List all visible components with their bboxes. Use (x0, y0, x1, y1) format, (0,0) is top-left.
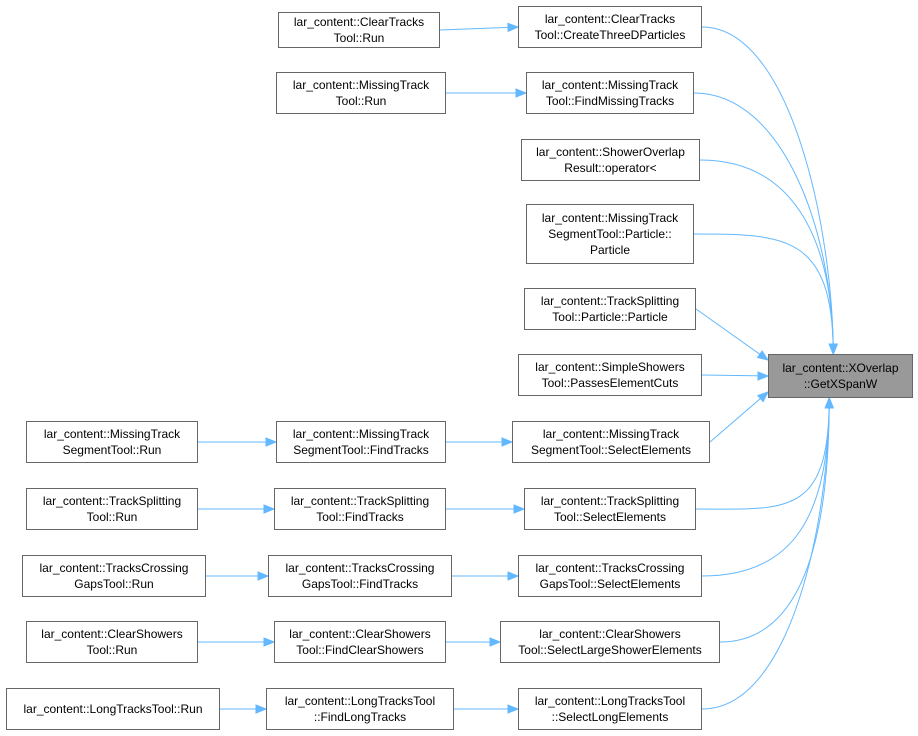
edge-arrowhead (824, 396, 834, 409)
node-label: lar_content::MissingTrack SegmentTool::R… (43, 427, 181, 457)
node-label: lar_content::ClearTracks Tool::CreateThr… (534, 12, 686, 42)
node-tracksplitting-selectelements[interactable]: lar_content::TrackSplitting Tool::Select… (524, 488, 696, 530)
edge-ss_passes-to-getxspanw (701, 374, 769, 377)
edge-mt_find_missing-to-getxspanw (693, 92, 834, 355)
node-missingtracksegment-particle[interactable]: lar_content::MissingTrack SegmentTool::P… (526, 204, 694, 264)
node-label: lar_content::MissingTrack Tool::FindMiss… (541, 78, 679, 108)
edge-arrowhead (828, 343, 838, 356)
edge-arrowhead (513, 504, 526, 514)
node-label: lar_content::MissingTrack SegmentTool::S… (530, 427, 692, 457)
node-label: lar_content::TrackSplitting Tool::Select… (540, 494, 680, 524)
node-clearshowers-selectlargeshowerelements[interactable]: lar_content::ClearShowers Tool::SelectLa… (500, 621, 720, 663)
node-showeroverlap-operator-less[interactable]: lar_content::ShowerOverlap Result::opera… (521, 139, 700, 181)
node-label: lar_content::ShowerOverlap Result::opera… (536, 145, 685, 175)
edge-arrowhead (507, 704, 520, 714)
edge-tc_select-to-getxspanw (701, 397, 830, 577)
node-label: lar_content::TrackSplitting Tool::FindTr… (290, 494, 430, 524)
node-label: lar_content::TracksCrossing GapsTool::Ru… (39, 561, 189, 591)
edge-arrowhead (263, 637, 276, 647)
node-trackscrossinggaps-selectelements[interactable]: lar_content::TracksCrossing GapsTool::Se… (518, 555, 702, 597)
edge-arrowhead (507, 571, 520, 581)
node-missingtracksegment-selectelements[interactable]: lar_content::MissingTrack SegmentTool::S… (512, 421, 710, 463)
node-label: lar_content::LongTracksTool ::SelectLong… (534, 694, 686, 724)
node-simpleshowers-passeselementcuts[interactable]: lar_content::SimpleShowers Tool::PassesE… (518, 354, 702, 396)
node-missingtrack-findmissingtracks[interactable]: lar_content::MissingTrack Tool::FindMiss… (526, 72, 694, 114)
edge-ct_run-to-ct_create (439, 26, 519, 31)
node-label: lar_content::MissingTrack SegmentTool::F… (292, 427, 430, 457)
node-label: lar_content::ClearShowers Tool::SelectLa… (518, 627, 702, 657)
edge-shower_overlap-to-getxspanw (699, 159, 834, 355)
edge-arrowhead (265, 437, 278, 447)
node-cleartracks-createthreedparticles[interactable]: lar_content::ClearTracks Tool::CreateThr… (518, 6, 702, 48)
edge-arrowhead (501, 437, 514, 447)
node-label: lar_content::LongTracksTool ::FindLongTr… (284, 694, 436, 724)
node-missingtracksegment-findtracks[interactable]: lar_content::MissingTrack SegmentTool::F… (276, 421, 446, 463)
node-label: lar_content::TracksCrossing GapsTool::Fi… (285, 561, 435, 591)
edge-ct_create-to-getxspanw (701, 26, 834, 355)
edge-mts_select-to-getxspanw (709, 391, 769, 443)
edge-arrowhead (757, 371, 770, 381)
edge-ts_select-to-getxspanw (695, 397, 830, 510)
node-label: lar_content::XOverlap ::GetXSpanW (782, 361, 899, 391)
edge-arrowhead (489, 637, 502, 647)
node-longtracks-run[interactable]: lar_content::LongTracksTool::Run (6, 688, 220, 730)
node-label: lar_content::SimpleShowers Tool::PassesE… (535, 360, 685, 390)
node-tracksplitting-run[interactable]: lar_content::TrackSplitting Tool::Run (26, 488, 198, 530)
node-label: lar_content::MissingTrack Tool::Run (292, 78, 430, 108)
edge-arrowhead (255, 704, 268, 714)
node-longtracks-selectlongelements[interactable]: lar_content::LongTracksTool ::SelectLong… (518, 688, 702, 730)
node-label: lar_content::TrackSplitting Tool::Partic… (540, 294, 680, 324)
node-label: lar_content::LongTracksTool::Run (23, 702, 203, 716)
node-clearshowers-run[interactable]: lar_content::ClearShowers Tool::Run (26, 621, 198, 663)
node-trackscrossinggaps-findtracks[interactable]: lar_content::TracksCrossing GapsTool::Fi… (268, 555, 452, 597)
node-label: lar_content::TrackSplitting Tool::Run (42, 494, 182, 524)
edge-arrowhead (756, 391, 770, 403)
node-tracksplitting-particle[interactable]: lar_content::TrackSplitting Tool::Partic… (524, 288, 696, 330)
node-label: lar_content::TracksCrossing GapsTool::Se… (535, 561, 685, 591)
node-clearshowers-findclearshowers[interactable]: lar_content::ClearShowers Tool::FindClea… (274, 621, 446, 663)
node-longtracks-findlongtracks[interactable]: lar_content::LongTracksTool ::FindLongTr… (266, 688, 454, 730)
node-missingtrack-run[interactable]: lar_content::MissingTrack Tool::Run (276, 72, 446, 114)
node-xoverlap-getxspanw[interactable]: lar_content::XOverlap ::GetXSpanW (768, 354, 913, 398)
edge-lt_select-to-getxspanw (701, 397, 830, 710)
node-missingtracksegment-run[interactable]: lar_content::MissingTrack SegmentTool::R… (26, 421, 198, 463)
node-cleartracks-run[interactable]: lar_content::ClearTracks Tool::Run (278, 12, 440, 48)
edge-cs_select-to-getxspanw (719, 397, 830, 643)
node-trackscrossinggaps-run[interactable]: lar_content::TracksCrossing GapsTool::Ru… (22, 555, 206, 597)
node-label: lar_content::MissingTrack SegmentTool::P… (541, 211, 679, 257)
edge-ts_particle-to-getxspanw (695, 308, 769, 361)
node-label: lar_content::ClearShowers Tool::FindClea… (289, 627, 431, 657)
edge-arrowhead (507, 22, 520, 33)
node-tracksplitting-findtracks[interactable]: lar_content::TrackSplitting Tool::FindTr… (274, 488, 446, 530)
edge-arrowhead (515, 88, 528, 98)
edge-arrowhead (257, 571, 270, 581)
node-label: lar_content::ClearTracks Tool::Run (293, 15, 425, 45)
edge-arrowhead (263, 504, 276, 514)
edge-mts_particle-to-getxspanw (693, 233, 834, 355)
edge-arrowhead (756, 350, 770, 361)
node-label: lar_content::ClearShowers Tool::Run (41, 627, 183, 657)
